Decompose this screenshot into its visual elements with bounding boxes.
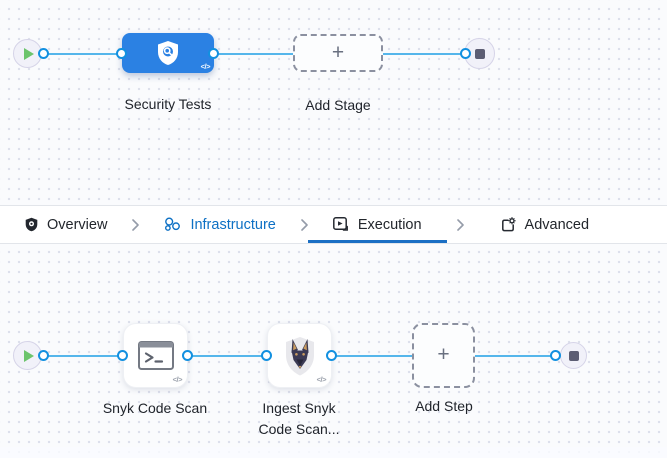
step-label: Ingest Snyk Code Scan... xyxy=(258,400,340,437)
code-badge: </> xyxy=(172,375,183,384)
edge xyxy=(332,354,412,357)
plus-icon: + xyxy=(331,40,345,64)
add-stage-button[interactable]: + xyxy=(293,34,383,72)
edge xyxy=(45,52,123,55)
connector-port[interactable] xyxy=(326,350,337,361)
step-graph-canvas: </> </> + xyxy=(0,243,667,458)
connector-port[interactable] xyxy=(117,350,128,361)
stop-icon xyxy=(474,48,485,59)
step-node-snyk-code-scan[interactable]: </> xyxy=(123,323,188,388)
step-node-ingest-snyk[interactable]: </> xyxy=(267,323,332,388)
stop-icon xyxy=(568,350,579,361)
step-start-node xyxy=(13,341,42,370)
play-icon xyxy=(24,47,34,60)
shield-icon xyxy=(25,217,38,232)
tab-label: Advanced xyxy=(524,216,590,233)
tab-execution[interactable]: Execution xyxy=(307,206,447,243)
add-stage-label: Add Stage xyxy=(305,97,371,113)
tab-advanced[interactable]: Advanced xyxy=(464,206,615,243)
connector-port[interactable] xyxy=(182,350,193,361)
edge xyxy=(45,354,123,357)
infrastructure-icon xyxy=(165,217,181,231)
shield-scan-icon xyxy=(158,41,178,65)
chevron-right-icon xyxy=(301,218,308,231)
connector-port[interactable] xyxy=(116,48,127,59)
edge xyxy=(188,354,267,357)
edge xyxy=(214,52,294,55)
code-badge: </> xyxy=(200,62,211,71)
connector-port[interactable] xyxy=(460,48,471,59)
add-step-button[interactable]: + xyxy=(412,323,475,388)
plus-icon: + xyxy=(437,343,450,366)
snyk-dog-icon xyxy=(285,336,314,375)
stage-node-security-tests[interactable]: </> xyxy=(122,33,214,73)
pipeline-start-node xyxy=(13,39,42,68)
stage-label: Security Tests xyxy=(124,96,212,112)
tab-overview[interactable]: Overview xyxy=(0,206,132,243)
connector-port[interactable] xyxy=(550,350,561,361)
chevron-right-icon xyxy=(132,218,140,231)
execution-icon xyxy=(332,217,348,231)
step-end-node xyxy=(560,342,587,369)
tab-label: Overview xyxy=(47,216,108,233)
chevron-right-icon xyxy=(456,218,464,231)
connector-port[interactable] xyxy=(38,48,49,59)
step-label: Snyk Code Scan xyxy=(102,400,208,416)
advanced-gear-icon xyxy=(501,216,516,231)
canvas-bottom-strip xyxy=(0,447,667,458)
connector-port[interactable] xyxy=(261,350,272,361)
tab-infrastructure[interactable]: Infrastructure xyxy=(139,206,300,243)
add-step-label: Add Step xyxy=(415,398,473,414)
connector-port[interactable] xyxy=(208,48,219,59)
code-badge: </> xyxy=(316,375,327,384)
edge xyxy=(475,354,556,357)
tab-label: Infrastructure xyxy=(190,216,276,233)
terminal-icon xyxy=(137,340,174,370)
stage-graph-canvas: </> + Security Tests Add Stage xyxy=(0,0,667,205)
edge xyxy=(382,52,467,55)
play-icon xyxy=(24,349,34,362)
connector-port[interactable] xyxy=(38,350,49,361)
stage-tab-bar: Overview Infrastructure Execution xyxy=(0,205,667,243)
tab-label: Execution xyxy=(357,216,422,233)
